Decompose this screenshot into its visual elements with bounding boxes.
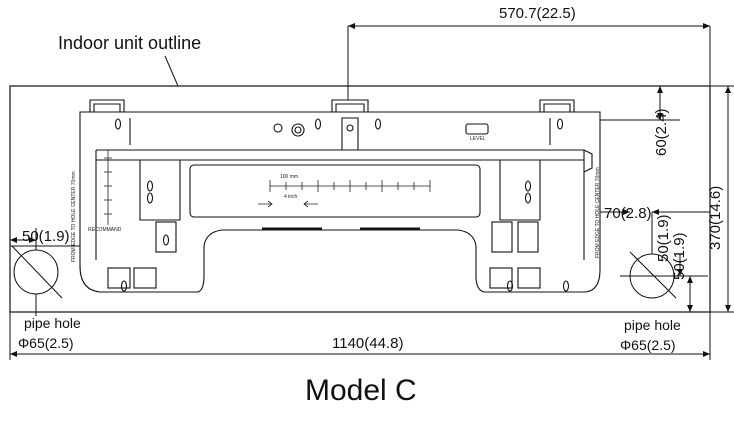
right-hole-y-label: 50(1.9) (655, 214, 672, 262)
right-pipe-hole-label: pipe hole (624, 317, 681, 333)
plate-scale-inch: 4 inch (284, 194, 298, 200)
right-hole-x-label: 70(2.8) (604, 205, 652, 222)
right-pipe-hole-size: Φ65(2.5) (620, 337, 676, 353)
right-offset-label: 60(2.4) (653, 108, 670, 156)
plate-scale (104, 150, 431, 225)
plate-scale-mm: 100 mm (280, 174, 299, 180)
left-hole-x-label: 50(1.9) (22, 228, 70, 245)
top-width-dimension (347, 23, 711, 100)
right-hole-y2-label: 50(1.9) (671, 232, 688, 280)
left-pipe-hole-size: Φ65(2.5) (18, 335, 74, 351)
height-dimension (710, 85, 734, 313)
top-width-label: 570.7(22.5) (499, 5, 576, 22)
plate-recommand: RECOMMAND (88, 227, 122, 233)
offset-dimension (600, 86, 680, 121)
outline-label: Indoor unit outline (58, 33, 202, 53)
right-hole-y-dimension (677, 254, 693, 312)
total-height-label: 370(14.6) (707, 185, 724, 250)
model-title: Model C (305, 374, 417, 407)
plate-level: LEVEL (470, 136, 486, 142)
outline-leader (164, 55, 179, 87)
left-pipe-hole-label: pipe hole (24, 315, 81, 331)
mounting-plate (79, 99, 601, 293)
right-pipe-hole (620, 228, 708, 299)
plate-left-edge-text: FROM EDGE TO HOLE CENTER 70mm (71, 171, 77, 262)
bottom-width-dimension (9, 312, 711, 360)
right-hole-x-dimension (600, 209, 710, 228)
indoor-unit-outline (9, 85, 711, 313)
plate-right-edge-text: FROM EDGE TO HOLE CENTER 70mm (595, 167, 601, 258)
left-pipe-hole (10, 228, 80, 316)
total-width-label: 1140(44.8) (332, 335, 404, 352)
